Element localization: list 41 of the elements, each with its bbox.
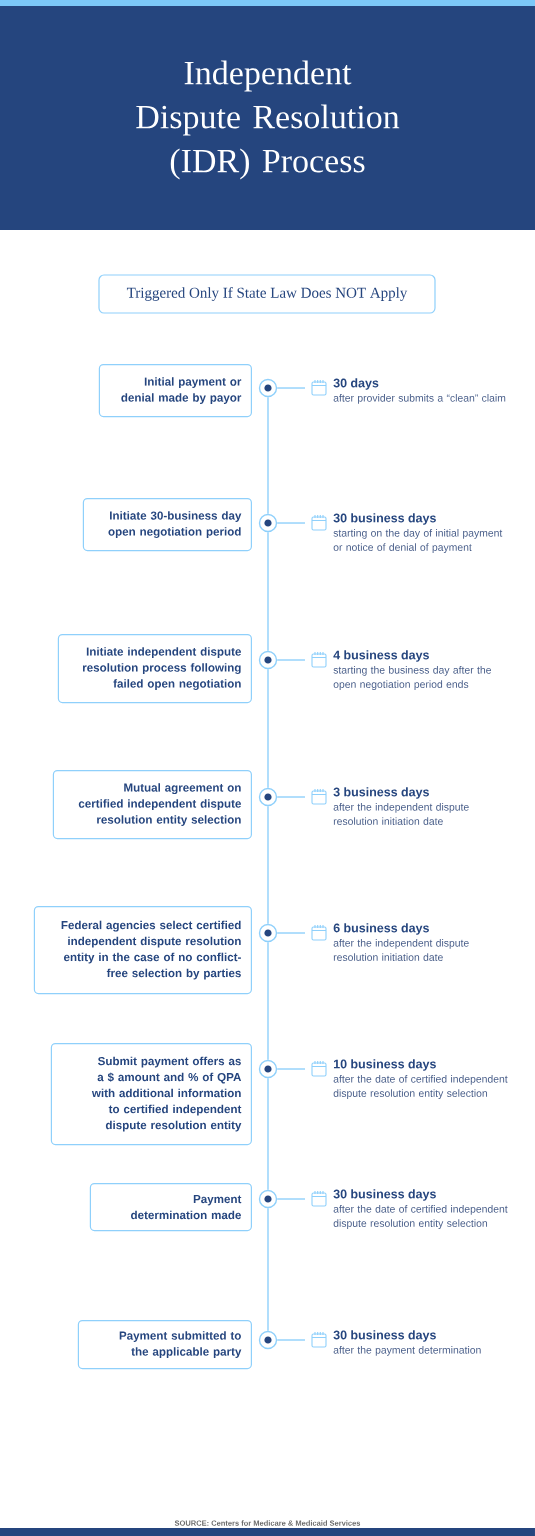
timeline-line (267, 531, 269, 652)
timeline-dot (258, 1189, 278, 1209)
timeline-line (267, 1077, 269, 1191)
timeline-line (267, 1207, 269, 1332)
title: Independent Dispute Resolution (IDR) Process (136, 60, 400, 180)
timeline-dot (258, 787, 278, 807)
duration-note: 4 business days starting the business day after the open negotiation period ends (333, 650, 491, 691)
step-box: Initial payment or denial made by payor (98, 364, 252, 418)
connector-line (276, 659, 306, 661)
timeline-line (267, 396, 269, 515)
step-box: Initiate independent dispute resolution process following failed open negotiation (57, 634, 252, 704)
connector-line (276, 387, 306, 389)
connector-line (276, 932, 306, 934)
step-box: Payment submitted to the applicable party (77, 1320, 252, 1370)
duration-note: 10 business days after the date of certified independent dispute resolution entity selection (333, 1059, 508, 1100)
timeline-line (267, 668, 269, 789)
timeline-dot (258, 1330, 278, 1350)
step-box: Submit payment offers as a $ amount and % of QPA with additional information to certified independent dispute resolution entity (50, 1043, 252, 1146)
timeline-dot (258, 650, 278, 670)
duration-note: 30 days after provider submits a “clean” claim (333, 378, 506, 404)
step-box: Mutual agreement on certified independent dispute resolution entity selection (52, 770, 252, 840)
connector-line (276, 1198, 306, 1200)
step-box: Payment determination made (89, 1183, 252, 1232)
duration-note: 30 business days after the date of certified independent dispute resolution entity selection (333, 1189, 508, 1229)
timeline-line (267, 805, 269, 925)
connector-line (276, 522, 306, 524)
timeline-line (267, 941, 269, 1061)
condition-box: Triggered Only If State Law Does NOT Apply (98, 274, 436, 314)
timeline-dot (258, 513, 278, 533)
duration-note: 30 business days starting on the day of initial payment or notice of denial of payment (333, 513, 503, 554)
timeline-dot (258, 378, 278, 398)
connector-line (276, 1339, 306, 1341)
duration-note: 30 business days after the payment determination (333, 1330, 481, 1356)
timeline-dot (258, 1059, 278, 1079)
duration-note: 6 business days after the independent dispute resolution initiation date (333, 923, 469, 961)
timeline-dot (258, 923, 278, 943)
duration-note: 3 business days after the independent dispute resolution initiation date (333, 787, 469, 825)
connector-line (276, 796, 306, 798)
connector-line (276, 1068, 306, 1070)
step-box: Federal agencies select certified independent dispute resolution entity in the case of no conflict-free selection by parties (33, 906, 252, 995)
step-box: Initiate 30-business day open negotiation period (82, 498, 252, 552)
